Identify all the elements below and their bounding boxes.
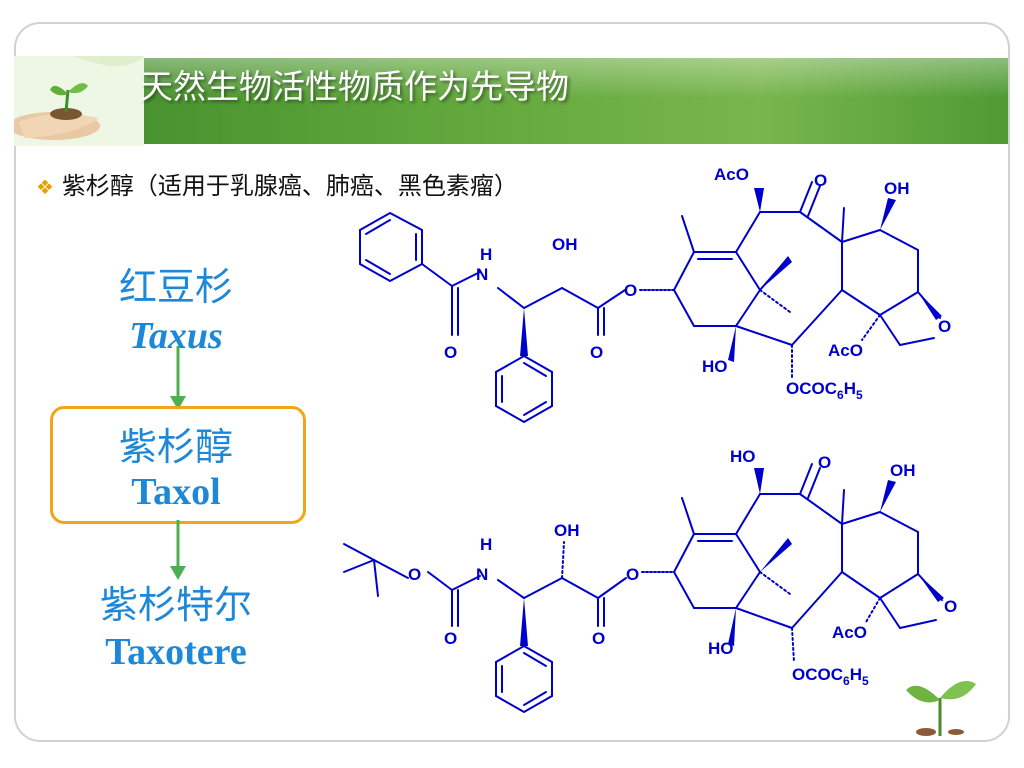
derivative-name-cn: 紫杉特尔: [99, 583, 252, 627]
banner-sheen: [16, 58, 1008, 98]
taxol-nh-h: H: [480, 245, 492, 264]
source-name-cn: 红豆杉: [118, 265, 233, 309]
derivative-name-en: Taxotere: [105, 631, 247, 673]
source-name-en: Taxus: [129, 315, 223, 357]
taxol-aco-bottom: AcO: [828, 341, 863, 360]
taxol-aco-top: AcO: [714, 165, 749, 184]
taxotere-nh-h: H: [480, 535, 492, 554]
taxol-carbonyl-o2: O: [590, 343, 603, 362]
taxotere-structure: O O N H OH O O HO O OH O AcO HO OCOC6H5: [343, 447, 957, 714]
page-title: 天然生物活性物质作为先导物: [140, 67, 569, 106]
taxotere-ho-bottom: HO: [708, 639, 734, 658]
taxotere-keto-o: O: [818, 453, 831, 472]
taxol-keto-o: O: [814, 171, 827, 190]
title-banner: [16, 58, 1008, 144]
taxotere-nh-n: N: [476, 565, 488, 584]
flow-arrow-2-icon: [170, 520, 186, 580]
flow-arrow-1-icon: [170, 346, 186, 410]
taxotere-ho-top: HO: [730, 447, 756, 466]
taxol-ester-o: O: [624, 281, 637, 300]
taxotere-boc-carbonyl-o: O: [444, 629, 457, 648]
bullet-text: 紫杉醇（适用于乳腺癌、肺癌、黑色素瘤）: [61, 172, 518, 200]
taxol-oh-side: OH: [552, 235, 578, 254]
taxotere-oh-side: OH: [554, 521, 580, 540]
taxol-ho-bottom: HO: [702, 357, 728, 376]
taxol-carbonyl-o1: O: [444, 343, 457, 362]
taxol-benzoate: OCOC6H5: [786, 379, 863, 402]
taxotere-benzoate: OCOC6H5: [792, 665, 869, 688]
taxotere-oh-top: OH: [890, 461, 916, 480]
taxol-oxetane-o: O: [938, 317, 951, 336]
seedling-logo-icon: [14, 56, 144, 146]
diamond-bullet-icon: ❖: [36, 175, 54, 199]
taxol-nh-n: N: [476, 265, 488, 284]
taxotere-boc-o: O: [408, 565, 421, 584]
lead-name-en: Taxol: [131, 471, 221, 513]
seedling-decoration-icon: [906, 681, 976, 736]
taxol-structure: N H O OH O O AcO O OH O AcO HO OCOC6H5: [359, 165, 951, 424]
taxotere-carbonyl-o2: O: [592, 629, 605, 648]
lead-name-cn: 紫杉醇: [118, 425, 233, 469]
taxotere-oxetane-o: O: [944, 597, 957, 616]
taxotere-ester-o: O: [626, 565, 639, 584]
bullet-item: ❖ 紫杉醇（适用于乳腺癌、肺癌、黑色素瘤）: [36, 166, 518, 201]
slide-frame: [14, 22, 1010, 742]
taxotere-aco-bottom: AcO: [832, 623, 867, 642]
taxol-oh-top: OH: [884, 179, 910, 198]
